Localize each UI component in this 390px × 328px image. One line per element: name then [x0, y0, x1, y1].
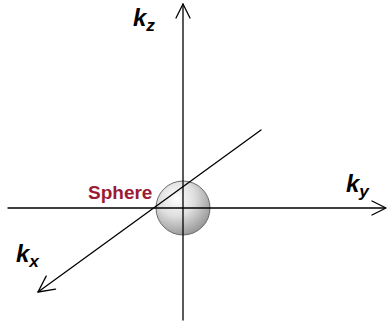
axis-label: ky — [346, 172, 369, 196]
kz-axis-line — [182, 4, 183, 320]
axis-label: kx — [16, 242, 39, 266]
ky-axis-line — [8, 207, 385, 208]
kx-arrowhead — [38, 276, 56, 292]
axis-label: kz — [133, 6, 155, 30]
kx-axis-line — [38, 130, 261, 292]
kz-arrowhead — [176, 4, 190, 18]
region-label: Sphere — [88, 183, 152, 202]
ky-arrowhead — [372, 201, 386, 215]
